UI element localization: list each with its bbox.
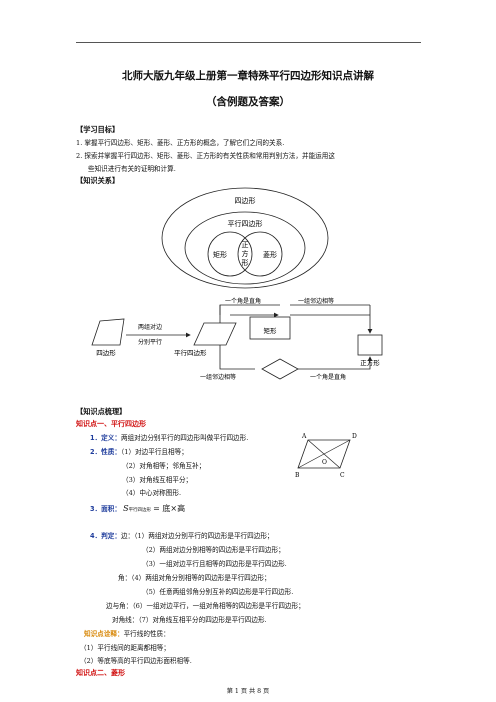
lower-line-1 — [219, 345, 255, 370]
definition-line: 1．定义：两组对边分别平行的四边形叫做平行四边形. — [90, 432, 248, 442]
page-footer: 第 1 页 共 8 页 — [226, 688, 270, 695]
figure-label-b: B — [295, 472, 300, 479]
summary-heading: 【知识点梳理】 — [76, 407, 127, 416]
goal-item-2-cont: 些知识进行有关的证明和计算. — [88, 165, 176, 173]
judgement-line-4: 角：（4）两组对角分别相等的四边形是平行四边形； — [118, 572, 271, 582]
judgement-1: （1）两组对边分别平行的四边形是平行四边形； — [134, 532, 274, 540]
judgement-2: （2）两组对边分别相等的四边形是平行四边形； — [142, 546, 285, 554]
judgement-line-6: 边与角：（6）一组对边平行，一组对角相等的四边形是平行四边形； — [106, 600, 305, 610]
point-2-heading: 知识点二、菱形 — [76, 669, 125, 677]
venn-rhombus-label: 菱形 — [263, 250, 277, 259]
parallelogram-shape — [193, 322, 237, 346]
venn-square-char-1: 正 — [242, 241, 249, 249]
rectangle-circle — [207, 231, 253, 277]
area-line: 3．面积： S平行四边形 = 底×高 — [90, 503, 185, 514]
flow-para-label: 平行四边形 — [174, 348, 207, 357]
relation-heading: 【知识关系】 — [76, 176, 120, 185]
judgement-line-1: 4．判定：边：（1）两组对边分别平行的四边形是平行四边形； — [90, 530, 274, 540]
parallelogram-figure: A D B C O — [295, 433, 357, 479]
page-title: 北师大版九年级上册第一章特殊平行四边形知识点讲解 — [122, 70, 374, 82]
judgement-side-label: 边： — [120, 532, 135, 540]
note-line: 知识点诠释：平行线的性质： — [84, 628, 170, 638]
venn-para-label: 平行四边形 — [228, 219, 263, 228]
arrow-to-square-bottom — [298, 356, 373, 370]
property-label: 2．性质： — [90, 448, 121, 456]
flow-bottom-label-2: 一个角是直角 — [310, 373, 346, 381]
judgement-side-angle-label: 边与角： — [106, 602, 133, 610]
figure-label-c: C — [340, 472, 345, 479]
judgement-4: （4）两组对角分别相等的四边形是平行四边形； — [131, 574, 271, 582]
judgement-3: （3）一组对边平行且相等的四边形是平行四边形. — [142, 560, 287, 568]
area-s: S — [123, 504, 129, 513]
flow-quad-label: 四边形 — [96, 349, 116, 357]
judgement-5: （5）任意两组邻角分别互补的四边形是平行四边形. — [142, 588, 294, 596]
judgement-diagonal-label: 对角线： — [112, 616, 139, 624]
point-1-heading: 知识点一、平行四边形 — [76, 420, 146, 428]
property-1: （1）对边平行且相等； — [120, 448, 188, 456]
judgement-7: （7）对角线互相平分的四边形是平行四边形. — [138, 616, 267, 624]
quadrilateral-ellipse — [161, 187, 329, 289]
figure-label-o: O — [322, 459, 327, 466]
rhombus-circle — [237, 231, 283, 277]
area-label: 3．面积： — [90, 505, 121, 513]
venn-rect-label: 矩形 — [213, 250, 227, 259]
flow-top-label-2: 一组邻边相等 — [298, 297, 334, 305]
definition-label: 1．定义： — [90, 434, 121, 442]
flow-rect-label: 矩形 — [264, 326, 278, 335]
venn-square-char-3: 形 — [242, 259, 249, 267]
definition-text: 两组对边分别平行的四边形叫做平行四边形. — [120, 434, 249, 442]
flow-bottom-label-1: 一组邻边相等 — [200, 373, 236, 381]
venn-quad-label: 四边形 — [235, 196, 256, 205]
goal-item-1: 1. 掌握平行四边形、矩形、菱形、正方形的概念，了解它们之间的关系. — [76, 139, 285, 147]
area-formula: = 底×高 — [153, 504, 186, 513]
flow-cond-2: 分别平行 — [138, 338, 162, 346]
rhombus-shape — [261, 358, 299, 380]
goals-heading: 【学习目标】 — [76, 125, 120, 134]
property-3: （3）对角线互相平分； — [122, 476, 193, 484]
note-label: 知识点诠释： — [84, 630, 124, 638]
property-2: （2）对角相等；邻角互补； — [122, 462, 206, 470]
area-subscript: 平行四边形 — [128, 508, 152, 513]
rectangle-shape — [249, 316, 291, 340]
goal-item-2: 2. 探索并掌握平行四边形、矩形、菱形、正方形的有关性质和常用判别方法，并能运用… — [76, 152, 335, 160]
judgement-label: 4．判定： — [90, 532, 121, 540]
note-1: （1）平行线间的距离都相等； — [80, 644, 170, 652]
page-subtitle: （含例题及答案） — [206, 96, 290, 108]
figure-diagonal-bd — [297, 439, 351, 469]
parallelogram-ellipse — [184, 211, 306, 285]
flow-diagram: 四边形 两组对边 分别平行 平行四边形 一个角是直角 矩形 一组邻边相等 正方形… — [91, 297, 383, 383]
note-2: （2）等底等高的平行四边形面积相等. — [80, 657, 192, 665]
figure-label-a: A — [301, 433, 307, 440]
property-line-1: 2．性质：（1）对边平行且相等； — [90, 446, 188, 456]
judgement-6: （6）一组对边平行，一组对角相等的四边形是平行四边形； — [132, 602, 305, 610]
judgement-line-7: 对角线：（7）对角线互相平分的四边形是平行四边形. — [112, 614, 267, 624]
property-4: （4）中心对称图形. — [122, 489, 182, 497]
flow-cond-1: 两组对边 — [138, 323, 162, 331]
venn-square-char-2: 方 — [242, 249, 249, 258]
figure-label-d: D — [352, 433, 357, 440]
quad-shape — [91, 318, 125, 346]
header-rule — [76, 42, 421, 43]
note-text: 平行线的性质： — [123, 630, 170, 638]
flow-top-label-1: 一个角是直角 — [225, 297, 261, 305]
flow-rhombus-label: 菱形 — [274, 382, 288, 383]
venn-diagram: 四边形 平行四边形 矩形 菱形 正 方 形 — [161, 187, 329, 289]
square-shape — [357, 334, 383, 356]
judgement-angle-label: 角： — [118, 574, 132, 582]
